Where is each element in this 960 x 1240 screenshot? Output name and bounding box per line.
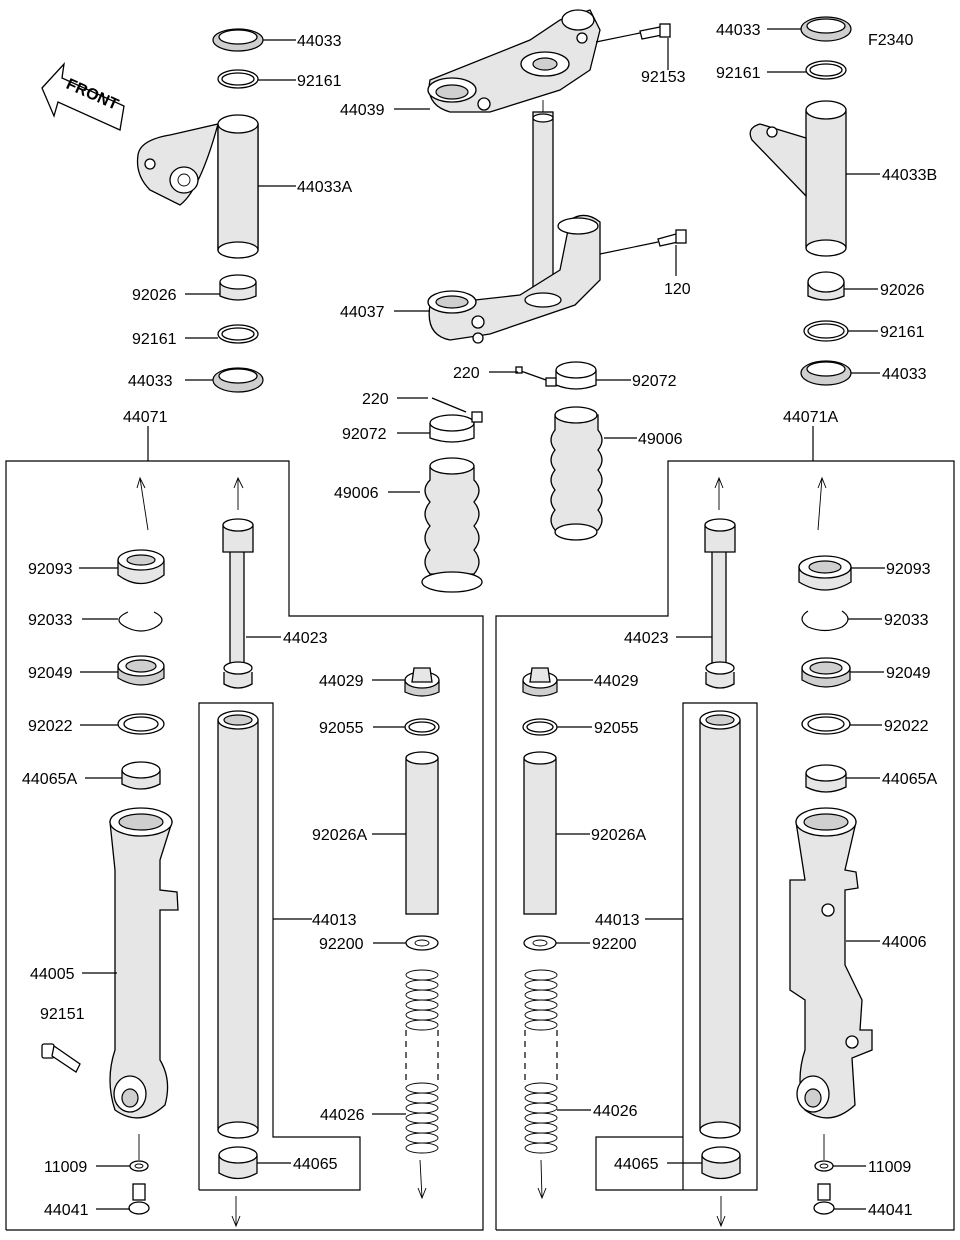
top-right-parts — [749, 16, 852, 386]
part-label-92026: 92026 — [880, 282, 925, 299]
part-label-44071A: 44071A — [783, 409, 838, 426]
part-label-92161: 92161 — [716, 65, 761, 82]
part-label-44039: 44039 — [340, 102, 385, 119]
part-label-92055: 92055 — [594, 720, 639, 737]
part-label-44013: 44013 — [595, 912, 640, 929]
part-label-92093: 92093 — [28, 561, 73, 578]
part-label-92072: 92072 — [342, 426, 387, 443]
part-label-44023: 44023 — [283, 630, 328, 647]
part-label-44026: 44026 — [320, 1107, 365, 1124]
part-label-92161: 92161 — [132, 331, 177, 348]
part-label-220: 220 — [453, 365, 480, 382]
part-label-44033: 44033 — [882, 366, 927, 383]
left-fork-parts — [41, 476, 440, 1228]
part-label-92022: 92022 — [884, 718, 929, 735]
part-label-44033: 44033 — [128, 373, 173, 390]
part-label-92026: 92026 — [132, 287, 177, 304]
part-label-44005: 44005 — [30, 966, 75, 983]
part-label-44037: 44037 — [340, 304, 385, 321]
part-label-44033: 44033 — [716, 22, 761, 39]
part-label-92161: 92161 — [880, 324, 925, 341]
part-label-44041: 44041 — [44, 1202, 89, 1219]
part-label-92151: 92151 — [40, 1006, 85, 1023]
part-label-44065A: 44065A — [882, 771, 937, 788]
part-label-92033: 92033 — [884, 612, 929, 629]
figure-code: F2340 — [868, 32, 913, 49]
part-label-92033: 92033 — [28, 612, 73, 629]
part-label-92049: 92049 — [28, 665, 73, 682]
part-label-44006: 44006 — [882, 934, 927, 951]
part-label-44029: 44029 — [594, 673, 639, 690]
part-label-92072: 92072 — [632, 373, 677, 390]
part-label-44065A: 44065A — [22, 771, 77, 788]
part-label-92200: 92200 — [319, 936, 364, 953]
part-label-44013: 44013 — [312, 912, 357, 929]
part-label-44041: 44041 — [868, 1202, 913, 1219]
part-label-11009: 11009 — [44, 1159, 87, 1176]
front-arrow-icon: FRONT — [41, 62, 125, 131]
part-label-44033: 44033 — [297, 33, 342, 50]
clamps-and-boots — [421, 361, 603, 593]
part-label-220: 220 — [362, 391, 389, 408]
part-label-120: 120 — [664, 281, 691, 298]
part-label-92049: 92049 — [886, 665, 931, 682]
part-label-44029: 44029 — [319, 673, 364, 690]
top-left-parts — [136, 28, 264, 393]
part-label-44026: 44026 — [593, 1103, 638, 1120]
part-label-44071: 44071 — [123, 409, 168, 426]
part-label-92200: 92200 — [592, 936, 637, 953]
part-label-92055: 92055 — [319, 720, 364, 737]
part-label-49006: 49006 — [334, 485, 379, 502]
part-label-92026A: 92026A — [312, 827, 367, 844]
part-label-11009: 11009 — [868, 1159, 911, 1176]
part-label-44065: 44065 — [293, 1156, 338, 1173]
part-label-92026A: 92026A — [591, 827, 646, 844]
part-label-49006: 49006 — [638, 431, 683, 448]
part-label-44023: 44023 — [624, 630, 669, 647]
part-label-44033A: 44033A — [297, 179, 352, 196]
part-label-92161: 92161 — [297, 73, 342, 90]
part-label-44065: 44065 — [614, 1156, 659, 1173]
part-label-92153: 92153 — [641, 69, 686, 86]
right-fork-parts — [522, 476, 873, 1228]
part-label-92093: 92093 — [886, 561, 931, 578]
upper-triple-clamp — [427, 9, 687, 344]
part-labels: F2340 44033 92161 44033A 92026 92161 440… — [22, 22, 937, 1219]
part-label-92022: 92022 — [28, 718, 73, 735]
part-label-44033B: 44033B — [882, 167, 937, 184]
